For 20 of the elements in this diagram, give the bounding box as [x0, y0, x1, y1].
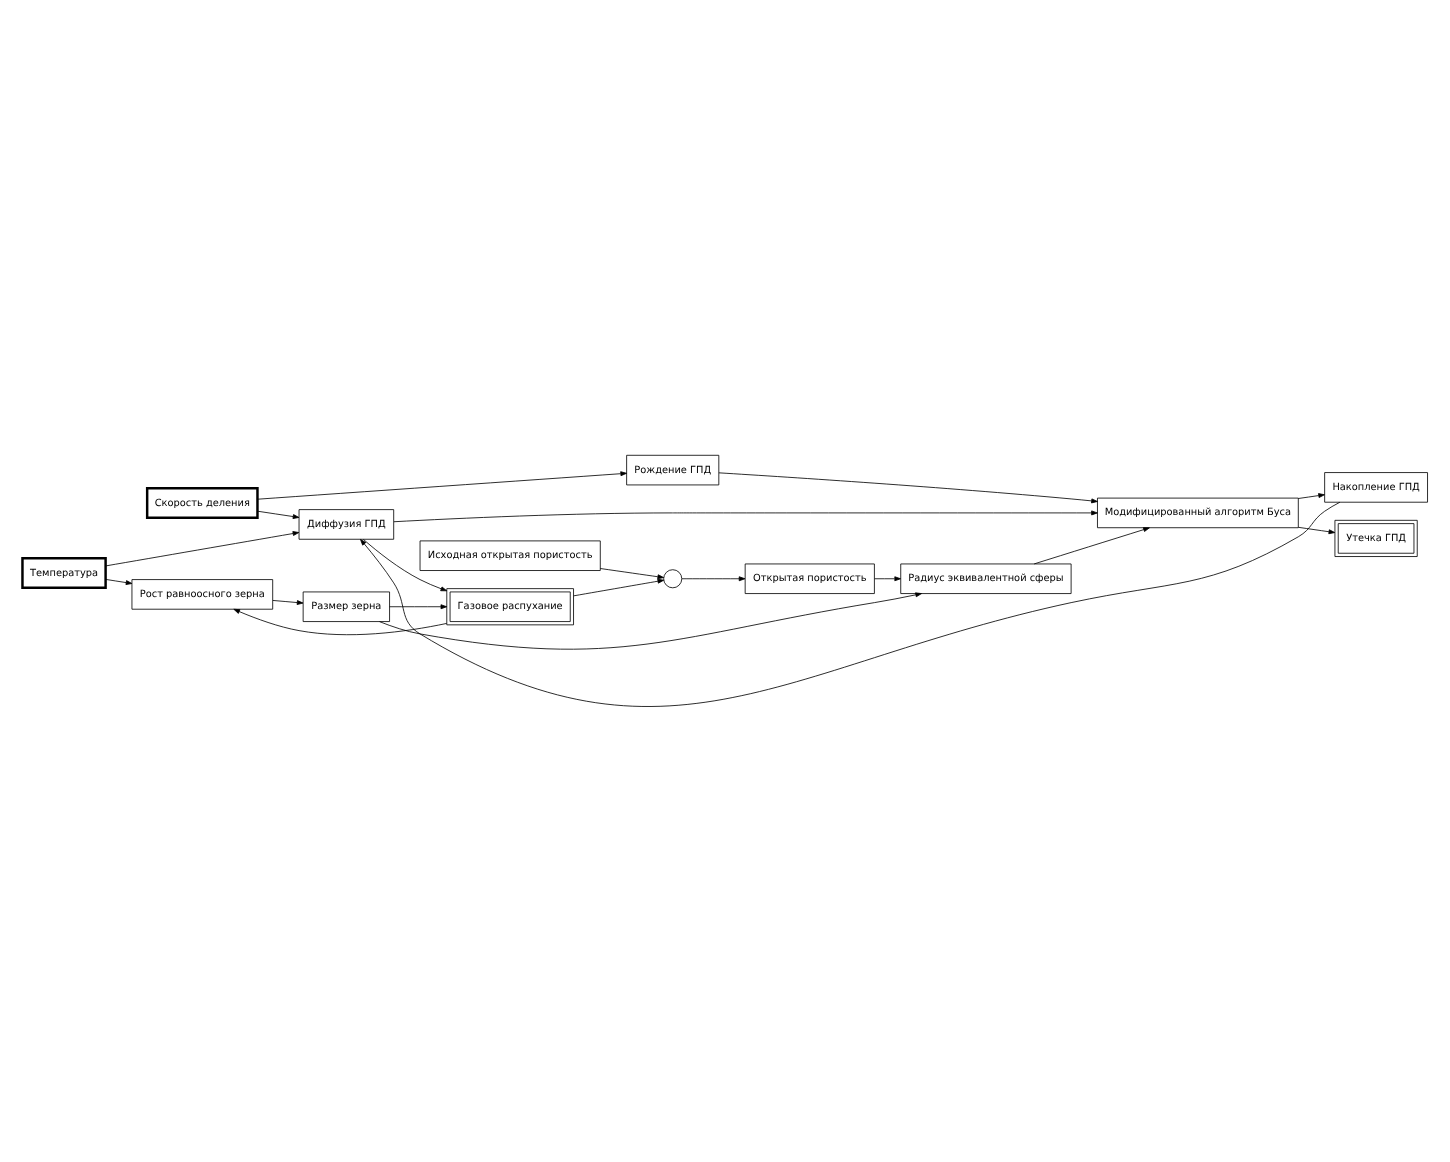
arrow — [874, 576, 901, 582]
arrow — [573, 578, 665, 597]
arrow — [389, 604, 448, 610]
arrow — [105, 579, 133, 585]
arrow — [379, 592, 922, 650]
arrow — [257, 471, 627, 500]
arrow — [360, 501, 1341, 707]
node-circle — [663, 569, 683, 589]
arrow — [1297, 526, 1336, 535]
arrow — [718, 472, 1098, 504]
arrow — [393, 510, 1098, 523]
arrow — [600, 568, 665, 580]
arrow — [1297, 493, 1325, 499]
arrow — [105, 531, 300, 567]
arrow — [363, 539, 448, 592]
arrow — [257, 510, 300, 519]
arrow — [1033, 527, 1150, 565]
arrow — [681, 576, 746, 582]
arrow — [233, 608, 448, 636]
arrow — [272, 600, 304, 605]
